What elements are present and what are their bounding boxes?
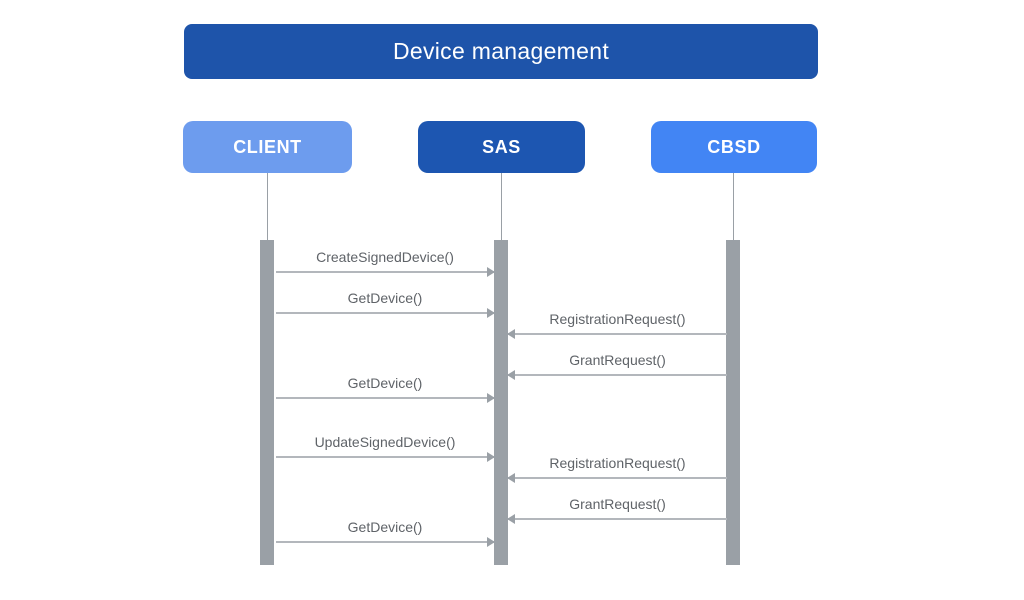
arrow-right-icon: [276, 452, 495, 462]
arrow-right-icon: [276, 267, 495, 277]
activation-bar-sas: [494, 240, 508, 565]
actor-cbsd: CBSD: [651, 121, 817, 173]
message-label: GetDevice(): [347, 519, 423, 535]
message-create-signed-device: CreateSignedDevice(): [276, 248, 495, 277]
arrow-left-icon: [507, 370, 727, 380]
message-get-device-1: GetDevice(): [276, 289, 495, 318]
arrow-left-icon: [507, 329, 727, 339]
actor-client-label: CLIENT: [233, 136, 302, 157]
arrow-right-icon: [276, 308, 495, 318]
actor-sas-label: SAS: [482, 136, 521, 157]
message-grant-request-1: GrantRequest(): [507, 351, 727, 380]
arrow-left-icon: [507, 473, 727, 483]
message-label: GrantRequest(): [569, 352, 666, 368]
message-registration-request-1: RegistrationRequest(): [507, 310, 727, 339]
arrow-right-icon: [276, 537, 495, 547]
message-label: GetDevice(): [347, 375, 423, 391]
actor-sas: SAS: [418, 121, 585, 173]
diagram-title: Device management: [392, 38, 610, 64]
activation-bar-cbsd: [726, 240, 740, 565]
message-label: GrantRequest(): [569, 496, 666, 512]
lifeline-client: [267, 173, 268, 240]
actor-client: CLIENT: [183, 121, 352, 173]
lifeline-cbsd: [733, 173, 734, 240]
message-update-signed-device: UpdateSignedDevice(): [276, 433, 495, 462]
message-grant-request-2: GrantRequest(): [507, 495, 727, 524]
diagram-title-banner: Device management: [184, 24, 818, 79]
arrow-left-icon: [507, 514, 727, 524]
message-registration-request-2: RegistrationRequest(): [507, 454, 727, 483]
lifeline-sas: [501, 173, 502, 240]
message-label: RegistrationRequest(): [549, 311, 686, 327]
message-label: UpdateSignedDevice(): [314, 434, 456, 450]
message-get-device-3: GetDevice(): [276, 518, 495, 547]
message-label: RegistrationRequest(): [549, 455, 686, 471]
activation-bar-client: [260, 240, 274, 565]
arrow-right-icon: [276, 393, 495, 403]
message-get-device-2: GetDevice(): [276, 374, 495, 403]
message-label: CreateSignedDevice(): [316, 249, 454, 265]
message-label: GetDevice(): [347, 290, 423, 306]
actor-cbsd-label: CBSD: [707, 136, 761, 157]
